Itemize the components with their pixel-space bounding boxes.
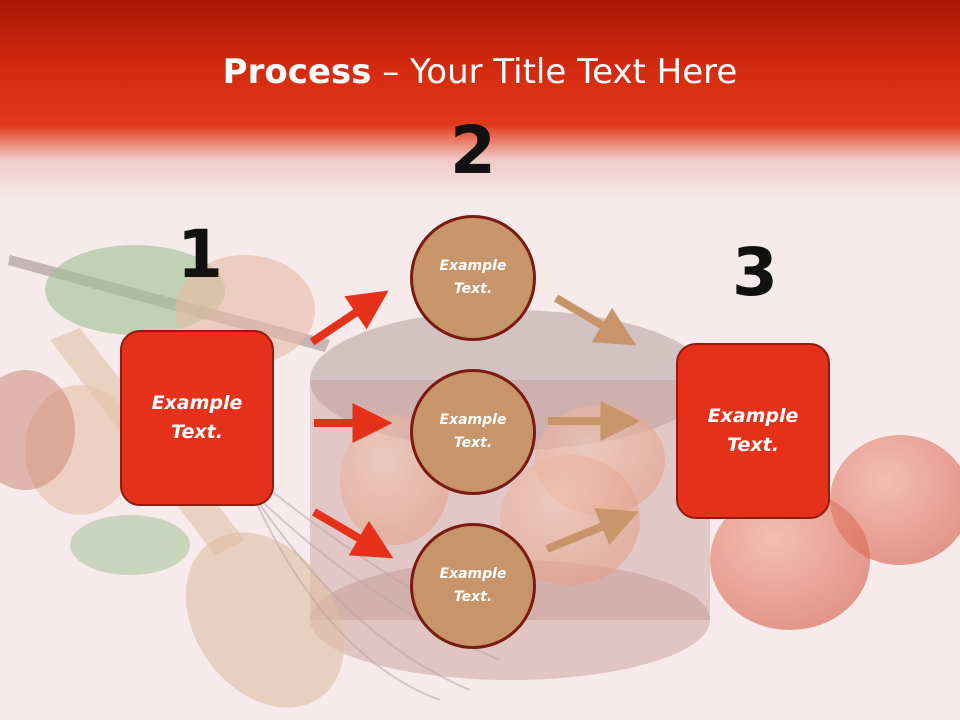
circle-middle-text: Example Text. [439, 412, 507, 451]
circle-step-bottom: Example Text. [410, 523, 536, 649]
arrow-bottom-to-right [545, 508, 639, 553]
slide-title: Process – Your Title Text Here [0, 52, 960, 92]
title-bold: Process [222, 52, 372, 92]
right-step-text: Example Text. [707, 405, 799, 456]
arrow-left-to-bottom [311, 508, 394, 559]
arrow-left-to-top [309, 290, 389, 346]
left-step-box: Example Text. [120, 330, 274, 506]
circle-bottom-text: Example Text. [439, 566, 507, 605]
circle-step-top: Example Text. [410, 215, 536, 341]
arrow-top-to-right [553, 294, 637, 346]
title-rest: Your Title Text Here [410, 52, 738, 92]
left-step-text: Example Text. [151, 392, 243, 443]
step-number-1: 1 [177, 216, 223, 293]
step-number-2: 2 [450, 112, 496, 189]
title-dash: – [371, 52, 411, 92]
right-step-box: Example Text. [676, 343, 830, 519]
step-number-3: 3 [732, 234, 778, 311]
circle-top-text: Example Text. [439, 258, 507, 297]
title-banner [0, 0, 960, 200]
circle-step-middle: Example Text. [410, 369, 536, 495]
